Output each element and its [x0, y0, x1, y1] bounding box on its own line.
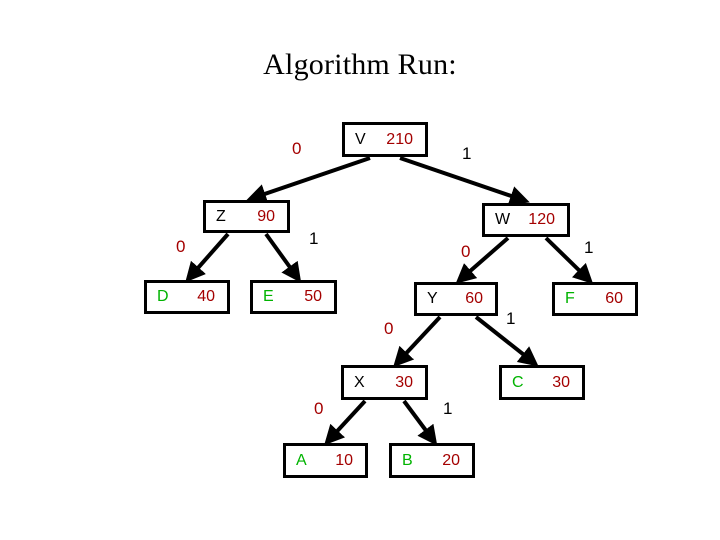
tree-edge-y-x: [393, 315, 442, 368]
edge-label-y-c: 1: [506, 309, 516, 328]
tree-node-z[interactable]: Z 90: [203, 200, 290, 233]
node-key: A: [296, 451, 307, 469]
tree-edge-y-c: [474, 315, 539, 367]
node-key: V: [355, 130, 366, 148]
node-value: 90: [257, 207, 275, 225]
page-title: Algorithm Run:: [263, 48, 457, 81]
tree-node-e[interactable]: E 50: [250, 280, 337, 314]
node-key: Y: [427, 290, 438, 307]
tree-node-f[interactable]: F 60: [552, 282, 638, 316]
node-key: B: [402, 451, 413, 469]
node-value: 10: [335, 451, 353, 469]
edge-label-z-e: 1: [309, 229, 319, 248]
node-key: F: [565, 290, 575, 307]
tree-edge-w-f: [544, 236, 594, 285]
node-value: 30: [552, 373, 570, 391]
tree-edge-x-a: [324, 399, 367, 446]
edge-label-v-z: 0: [292, 139, 302, 158]
tree-edge-v-z: [246, 156, 371, 204]
tree-edge-w-y: [455, 236, 510, 284]
tree-edge-z-e: [264, 232, 302, 283]
node-value: 20: [442, 451, 460, 469]
tree-node-y[interactable]: Y 60: [414, 282, 498, 316]
edge-label-x-b: 1: [443, 399, 453, 418]
node-key: D: [157, 288, 169, 305]
tree-node-d[interactable]: D 40: [144, 280, 230, 314]
node-key: C: [512, 373, 524, 391]
tree-node-c[interactable]: C 30: [499, 365, 585, 400]
node-key: E: [263, 288, 274, 305]
tree-node-v[interactable]: V 210: [342, 122, 428, 157]
edge-label-w-f: 1: [584, 238, 594, 257]
node-value: 210: [386, 130, 413, 148]
node-value: 60: [605, 290, 623, 307]
tree-node-a[interactable]: A 10: [283, 443, 368, 478]
tree-edge-z-d: [185, 232, 230, 283]
edge-label-w-y: 0: [461, 242, 471, 261]
tree-node-x[interactable]: X 30: [341, 365, 428, 400]
tree-edge-x-b: [402, 399, 438, 446]
edge-group: [185, 156, 594, 446]
node-value: 120: [528, 211, 555, 228]
edge-label-x-a: 0: [314, 399, 324, 418]
edge-label-v-w: 1: [462, 144, 472, 163]
edge-label-z-d: 0: [176, 237, 186, 256]
node-key: X: [354, 373, 365, 391]
node-key: W: [495, 211, 511, 228]
node-value: 50: [304, 288, 322, 305]
node-value: 60: [465, 290, 483, 307]
node-value: 40: [197, 288, 215, 305]
tree-node-w[interactable]: W 120: [482, 203, 570, 237]
node-key: Z: [216, 207, 226, 225]
edge-label-y-x: 0: [384, 319, 394, 338]
node-value: 30: [395, 373, 413, 391]
tree-node-b[interactable]: B 20: [389, 443, 475, 478]
tree-edge-v-w: [399, 156, 530, 206]
